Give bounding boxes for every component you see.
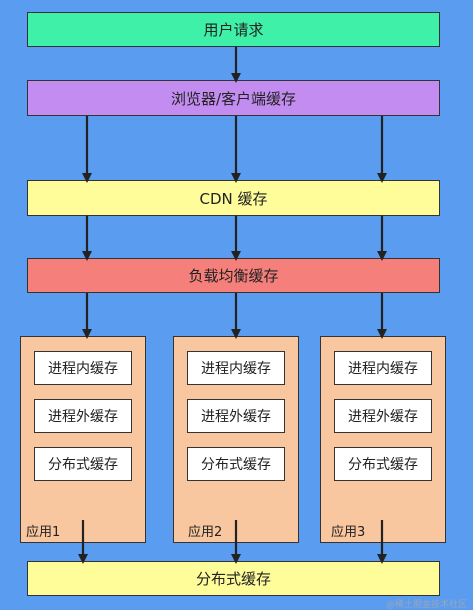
app-distributed-cache-label: 分布式缓存 (201, 457, 271, 473)
app-box-2: 进程内缓存 进程外缓存 分布式缓存 应用2 (173, 336, 299, 543)
app-distributed-cache-label: 分布式缓存 (48, 457, 118, 473)
distributed-cache-label: 分布式缓存 (195, 570, 271, 588)
app-distributed-cache-3: 分布式缓存 (334, 447, 432, 481)
browser-cache-layer: 浏览器/客户端缓存 (27, 80, 440, 116)
browser-cache-label: 浏览器/客户端缓存 (170, 89, 297, 108)
app-label-3: 应用3 (331, 525, 366, 540)
out-of-process-cache-3: 进程外缓存 (334, 399, 432, 433)
app-box-1: 进程内缓存 进程外缓存 分布式缓存 应用1 (20, 336, 146, 543)
out-of-process-cache-2: 进程外缓存 (187, 399, 285, 433)
user-request-layer: 用户请求 (27, 12, 440, 47)
app-distributed-cache-label: 分布式缓存 (348, 457, 418, 473)
app-label-2: 应用2 (188, 525, 223, 540)
in-process-cache-2: 进程内缓存 (187, 351, 285, 385)
user-request-label: 用户请求 (203, 21, 264, 39)
in-process-cache-label: 进程内缓存 (48, 361, 118, 377)
out-of-process-cache-1: 进程外缓存 (34, 399, 132, 433)
in-process-cache-label: 进程内缓存 (348, 361, 418, 377)
in-process-cache-3: 进程内缓存 (334, 351, 432, 385)
app-distributed-cache-2: 分布式缓存 (187, 447, 285, 481)
out-of-process-cache-label: 进程外缓存 (348, 409, 418, 425)
distributed-cache-layer: 分布式缓存 (27, 561, 440, 596)
out-of-process-cache-label: 进程外缓存 (48, 409, 118, 425)
in-process-cache-label: 进程内缓存 (201, 361, 271, 377)
load-balancer-cache-layer: 负载均衡缓存 (27, 258, 440, 293)
cdn-cache-layer: CDN 缓存 (27, 180, 440, 216)
out-of-process-cache-label: 进程外缓存 (201, 409, 271, 425)
app-box-3: 进程内缓存 进程外缓存 分布式缓存 应用3 (320, 336, 446, 543)
cdn-cache-label: CDN 缓存 (199, 189, 268, 208)
load-balancer-cache-label: 负载均衡缓存 (188, 267, 279, 285)
app-label-1: 应用1 (26, 525, 61, 540)
in-process-cache-1: 进程内缓存 (34, 351, 132, 385)
watermark: @稀土掘金技术社区 (385, 600, 467, 610)
app-distributed-cache-1: 分布式缓存 (34, 447, 132, 481)
